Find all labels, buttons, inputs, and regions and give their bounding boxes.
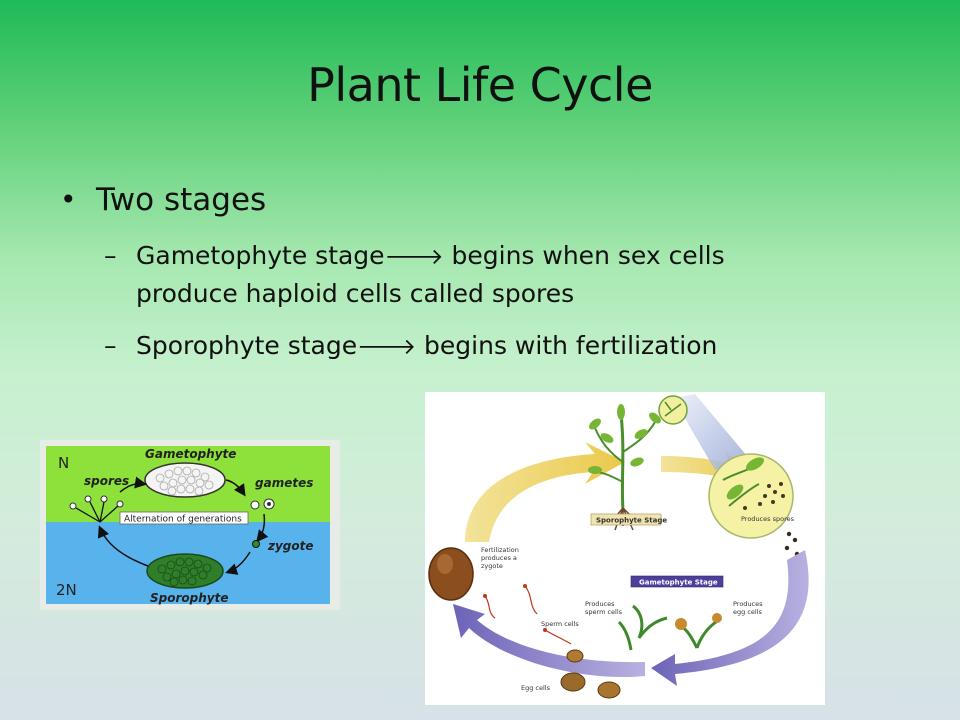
alternation-label-box [119, 511, 249, 525]
sperm-heads [483, 584, 547, 632]
bullet-dot-icon: • [60, 183, 77, 216]
spores-label: spores [84, 474, 129, 488]
sub-bullet-gametophyte: – Gametophyte stage🡒 begins when sex cel… [60, 238, 920, 312]
fertilization-label-2: produces a [481, 554, 517, 562]
sporophyte-cell [146, 553, 224, 589]
gametophyte-stage-label: Gametophyte stage [136, 241, 385, 270]
gametophyte-stage-label: Gametophyte Stage [639, 579, 718, 587]
egg-cells-label: Egg cells [521, 684, 551, 692]
alternation-diagram: N 2N Gametophyte spores gametes [40, 440, 340, 610]
sub-bullet-sporophyte: – Sporophyte stage🡒 begins with fertiliz… [60, 328, 920, 366]
gametes-label: gametes [255, 476, 313, 490]
arrow-zygote-to-sporophyte [225, 551, 251, 575]
yellow-arrow-left [465, 442, 625, 542]
spore-dots [69, 495, 124, 510]
arrow-spores-to-gametophyte [119, 476, 147, 493]
purple-arrow-right [651, 550, 809, 686]
slide-title: Plant Life Cycle [307, 58, 653, 112]
magnify-beam [673, 394, 747, 470]
fertilization-label-1: Fertilization [481, 546, 519, 554]
gametophyte-cell-texture [155, 466, 214, 496]
zygote-illustration [428, 547, 474, 601]
falling-spores [784, 531, 800, 557]
bullet-two-stages: • Two stages [60, 176, 920, 224]
sporophyte-label: Sporophyte [150, 591, 228, 605]
gametophyte-desc-1: begins when sex cells [443, 241, 725, 270]
gametophyte-label: Gametophyte [145, 447, 236, 461]
egg-cells-illustration [560, 649, 621, 699]
n-label: N [58, 454, 69, 472]
produces-sperm-label-2: sperm cells [585, 608, 623, 616]
2n-label: 2N [56, 581, 77, 599]
right-arrow-icon: 🡒 [384, 245, 444, 270]
sporophyte-desc: begins with fertilization [416, 331, 718, 360]
gamete-cells [250, 498, 275, 510]
sporophyte-stage-box [590, 513, 662, 526]
sporophyte-cell-texture [157, 557, 212, 587]
bullet-list: • Two stages – Gametophyte stage🡒 begins… [60, 176, 920, 366]
produces-egg-label-1: Produces [733, 600, 763, 608]
produces-egg-label-2: egg cells [733, 608, 763, 616]
plant-life-cycle-svg: Sporophyte Stage Produces spores Gametop… [428, 394, 809, 699]
bullet-text: Two stages [96, 182, 267, 218]
sporophyte-plant-illustration [588, 404, 661, 531]
produces-sperm-label-1: Produces [585, 600, 615, 608]
dash-icon: – [104, 241, 117, 270]
gametophyte-plants-illustration [617, 604, 722, 651]
zygote-label: zygote [267, 539, 314, 553]
sperm-cells-label: Sperm cells [541, 620, 579, 628]
spore-plant-detail [722, 457, 785, 510]
dash-icon: – [104, 331, 117, 360]
produces-spores-label: Produces spores [741, 515, 795, 523]
alternation-label: Alternation of generations [124, 515, 242, 525]
sperm-cells-illustration [484, 585, 572, 645]
plant-life-cycle-diagram: Sporophyte Stage Produces spores Gametop… [425, 392, 825, 705]
gametophyte-desc-2: produce haploid cells called spores [136, 279, 575, 308]
sporophyte-stage-label: Sporophyte stage [136, 331, 358, 360]
right-arrow-icon: 🡒 [357, 335, 417, 360]
arrow-gametophyte-to-gametes [225, 479, 246, 497]
zygote-cell [252, 540, 260, 548]
arrow-gametes-to-zygote [256, 513, 269, 543]
fertilization-label-3: zygote [481, 562, 503, 570]
spore-capsule-circle [708, 453, 794, 539]
gametophyte-stage-box [630, 575, 724, 588]
arrow-sporophyte-to-spores [97, 525, 149, 567]
purple-arrow-left [453, 604, 645, 678]
alternation-diagram-svg: N 2N Gametophyte spores gametes [46, 446, 330, 605]
sporophyte-stage-label: Sporophyte Stage [596, 517, 667, 525]
spore-burst [75, 501, 119, 523]
